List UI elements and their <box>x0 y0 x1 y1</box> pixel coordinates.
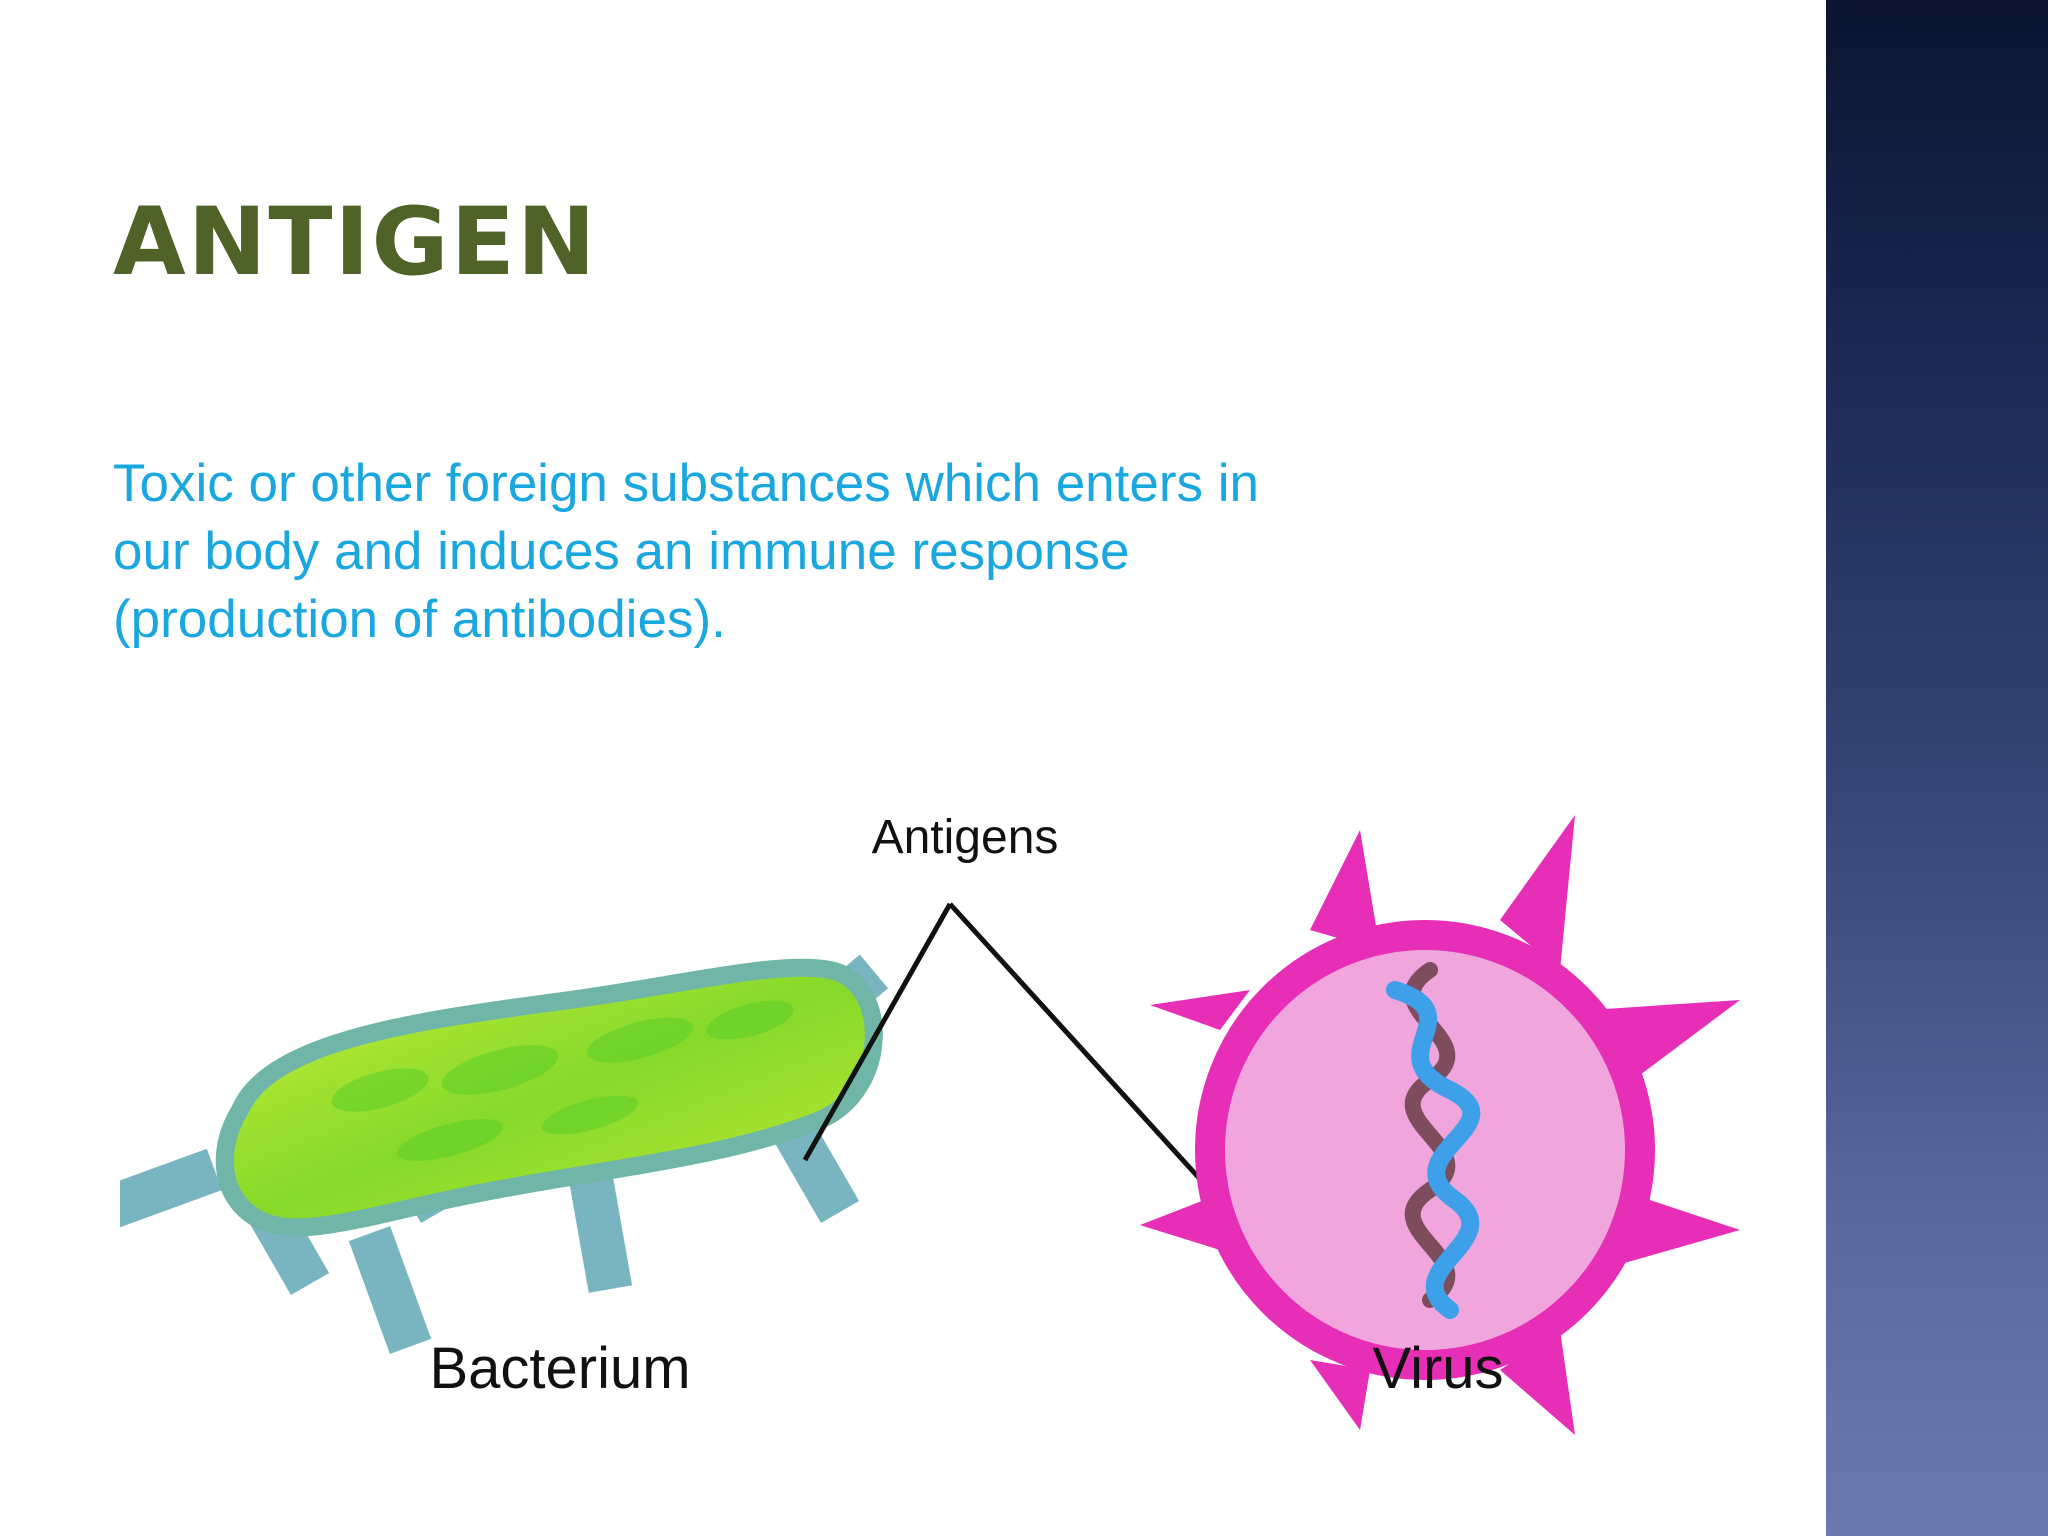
side-gradient-band <box>1826 0 2048 1536</box>
antigen-stub <box>567 1167 633 1293</box>
virus-spike <box>1310 830 1380 950</box>
label-bacterium: Bacterium <box>429 1336 690 1401</box>
label-virus: Virus <box>1372 1336 1503 1401</box>
virus-spike <box>1500 815 1575 970</box>
virus-dna <box>1386 962 1481 1319</box>
slide-body-text: Toxic or other foreign substances which … <box>113 450 1413 654</box>
body-line-1: Toxic or other foreign substances which … <box>113 454 1259 513</box>
label-antigens: Antigens <box>872 811 1059 864</box>
virus-body <box>1195 920 1655 1380</box>
antigen-diagram-svg: Antigens Bacterium Virus <box>120 811 1740 1435</box>
body-line-3: (production of antibodies). <box>113 590 726 649</box>
antigen-diagram: Antigens Bacterium Virus <box>120 770 1780 1530</box>
bacterium-texture <box>331 1000 794 1162</box>
slide-title: ANTIGEN <box>113 188 598 297</box>
virus-spike <box>1310 1360 1370 1430</box>
body-line-2: our body and induces an immune response <box>113 522 1130 581</box>
virus-spike <box>1500 1330 1575 1435</box>
antigen-stub <box>348 1226 432 1354</box>
virus-spike <box>1150 990 1250 1030</box>
dna-strand-blue <box>1386 981 1481 1319</box>
antigen-pointer-lines <box>802 902 1212 1192</box>
antigen-stub <box>120 1148 222 1232</box>
